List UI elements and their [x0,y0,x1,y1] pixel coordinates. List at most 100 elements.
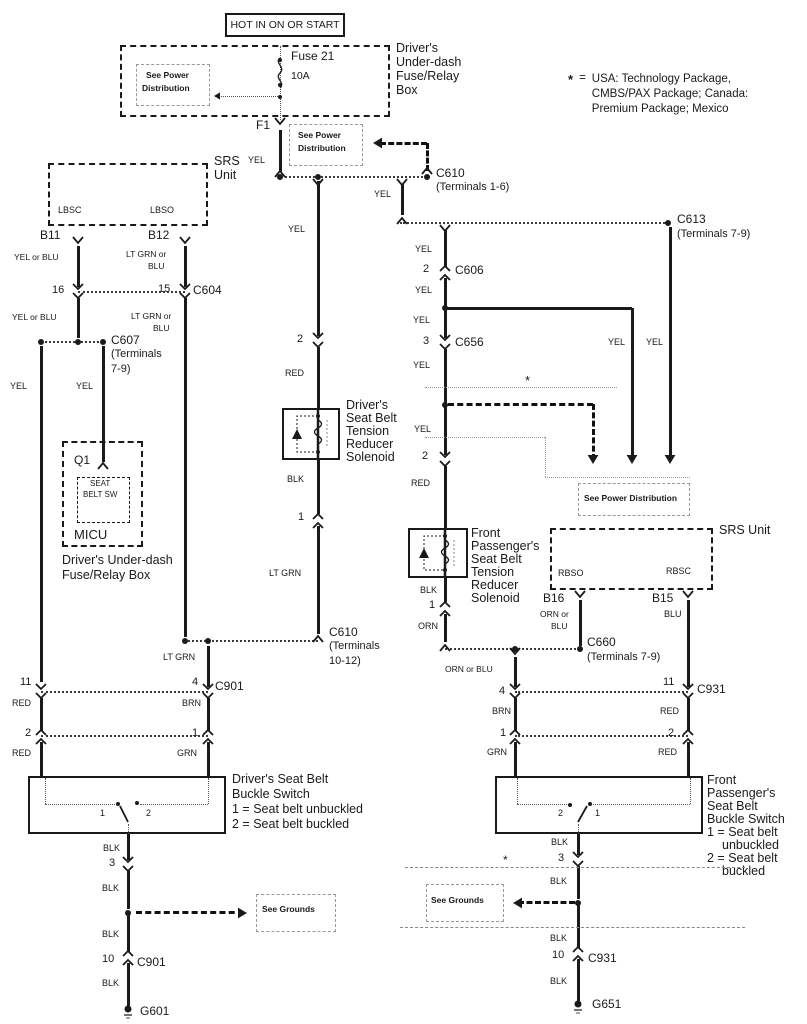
label-yel: YEL [374,189,392,199]
bus-line [517,803,567,805]
label-front: Front [707,773,737,787]
label-c604: C604 [193,283,222,297]
label-g651: G651 [592,997,622,1011]
connector-icon [312,512,324,520]
component-box [495,776,703,834]
label-tension: Tension [471,565,515,579]
label-red: RED [411,478,431,488]
label-seat-belt: Seat Belt [471,552,522,566]
bus-line [279,46,281,120]
label-4: 4 [192,676,199,688]
label-distribution: Distribution [142,83,190,93]
wire [39,742,43,776]
wire [183,298,187,637]
label-blk: BLK [551,837,569,847]
label-2: 2 [422,450,429,462]
label-micu: MICU [74,527,108,542]
label-red: RED [660,706,680,716]
wire [443,614,447,642]
label-grn: GRN [487,747,507,757]
component-box [550,528,713,590]
wire [39,346,43,682]
label-fuse-relay: Fuse/Relay [396,69,460,83]
label-1: 1 [100,808,106,818]
label-lt-grn: LT GRN [269,568,302,578]
wire [445,306,632,310]
wire [400,184,404,215]
label-reducer: Reducer [471,578,519,592]
label-red: RED [285,368,305,378]
wire [513,742,517,776]
label-yel: YEL [413,360,431,370]
bus-line [516,778,518,804]
label-grn: GRN [177,748,197,758]
component-box [77,477,130,523]
label-10: 10 [552,949,565,961]
label-b12: B12 [148,228,170,242]
bus-line [41,341,103,343]
bus-line [689,778,691,804]
label-distribution: Distribution [298,143,346,153]
label-driver-s: Driver's [346,398,388,412]
label-lt-grn-or: LT GRN or [126,249,167,259]
label-belt-sw: BELT SW [83,490,118,499]
label-blk: BLK [102,978,120,988]
component-box [408,528,468,578]
label-driver-s: Driver's [396,41,438,55]
label-1: 1 [429,599,436,611]
component-box [578,483,690,516]
component-box [48,163,208,226]
label-blk: BLK [102,929,120,939]
label-yel-or-blu: YEL or BLU [12,312,57,322]
dashed-line [425,436,545,438]
bus-line [207,778,209,804]
label-brn: BRN [492,706,512,716]
wire [76,298,80,338]
wire [443,230,447,267]
label-2-seat-belt-buckled: 2 = Seat belt buckled [232,817,350,831]
label-b11: B11 [40,228,61,242]
bus-line [185,640,318,642]
label-see-grounds: See Grounds [262,904,315,914]
label-box: Box [396,83,418,97]
label-buckle-switch: Buckle Switch [707,812,785,826]
label-yel: YEL [608,337,626,347]
wire [686,698,690,731]
wire [668,227,672,460]
footnote: * = USA: Technology Package, CMBS/PAX Pa… [568,72,803,117]
component-box [120,45,390,117]
connector-icon [35,683,47,691]
wire [316,460,320,514]
label-blk: BLK [102,883,120,893]
label-fuse-relay-box: Fuse/Relay Box [62,568,151,582]
dashed-line [400,926,745,928]
label-2: 2 [297,333,304,345]
bus-line [515,691,688,693]
label-blu: BLU [551,621,568,631]
bus-line [140,803,208,805]
label-fuse-21: Fuse 21 [291,49,335,63]
component-box [282,408,340,460]
wire-end-fork-icon [574,590,586,599]
label-q1: Q1 [74,453,91,467]
label-3: 3 [558,852,565,864]
label-yel: YEL [646,337,664,347]
wire [578,600,582,646]
dashed-line [425,143,429,171]
label-under-dash: Under-dash [396,55,462,69]
label-f1: F1 [256,118,271,132]
label-lt-grn-or: LT GRN or [131,311,172,321]
wire [443,405,447,455]
bus-line [41,735,208,737]
label-solenoid: Solenoid [471,591,520,605]
label-yel: YEL [10,381,28,391]
label-yel: YEL [415,244,433,254]
label-11: 11 [20,676,32,688]
label-g601: G601 [140,1004,170,1018]
label-terminals-7-9: (Terminals 7-9) [587,651,661,663]
label-blk: BLK [103,843,121,853]
wire [183,246,187,287]
wire [443,278,447,308]
wire [126,834,130,860]
label-: * [525,373,531,388]
